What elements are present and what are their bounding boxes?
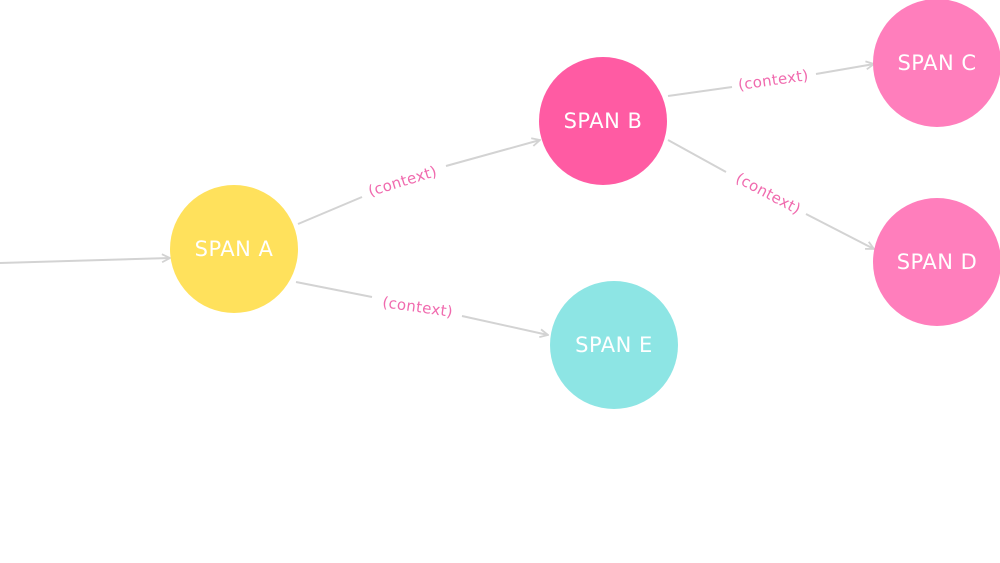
edge-line-segment: [667, 139, 727, 173]
edge-line-segment: [295, 281, 373, 298]
edge-label-b-c: (context): [737, 66, 810, 94]
edge-label-a-e: (context): [381, 293, 454, 321]
edge-span-b-to-span-d: (context): [667, 139, 874, 249]
node-label-span-a: SPAN A: [195, 237, 274, 261]
edge-line-segment: [461, 315, 548, 335]
node-label-span-b: SPAN B: [564, 109, 643, 133]
edge-line-segment: [445, 140, 540, 167]
edge-line-segment: [297, 196, 363, 225]
nodes: SPAN A SPAN B SPAN C SPAN D SPAN E: [170, 0, 1000, 409]
node-circle: [873, 198, 1000, 326]
edge-line-segment: [805, 213, 874, 249]
edge-label-b-d: (context): [733, 169, 804, 218]
edge-span-a-to-span-e: (context): [295, 281, 548, 335]
node-label-span-c: SPAN C: [897, 51, 976, 75]
node-span-c: SPAN C: [873, 0, 1000, 127]
node-span-e: SPAN E: [550, 281, 678, 409]
node-label-span-d: SPAN D: [897, 250, 978, 274]
node-span-b: SPAN B: [539, 57, 667, 185]
edge-incoming-to-span-a: [0, 258, 170, 264]
edge-span-a-to-span-b: (context): [297, 140, 540, 225]
node-circle: [539, 57, 667, 185]
node-span-a: SPAN A: [170, 185, 298, 313]
edge-line-segment: [815, 64, 874, 75]
edge-label-a-b: (context): [366, 162, 439, 200]
node-circle: [170, 185, 298, 313]
node-span-d: SPAN D: [873, 198, 1000, 326]
node-label-span-e: SPAN E: [575, 333, 653, 357]
node-circle: [873, 0, 1000, 127]
edge-line-segment: [667, 86, 733, 97]
node-circle: [550, 281, 678, 409]
edge-span-b-to-span-c: (context): [667, 64, 874, 97]
edges: (context) (context) (context) (context): [0, 64, 874, 335]
